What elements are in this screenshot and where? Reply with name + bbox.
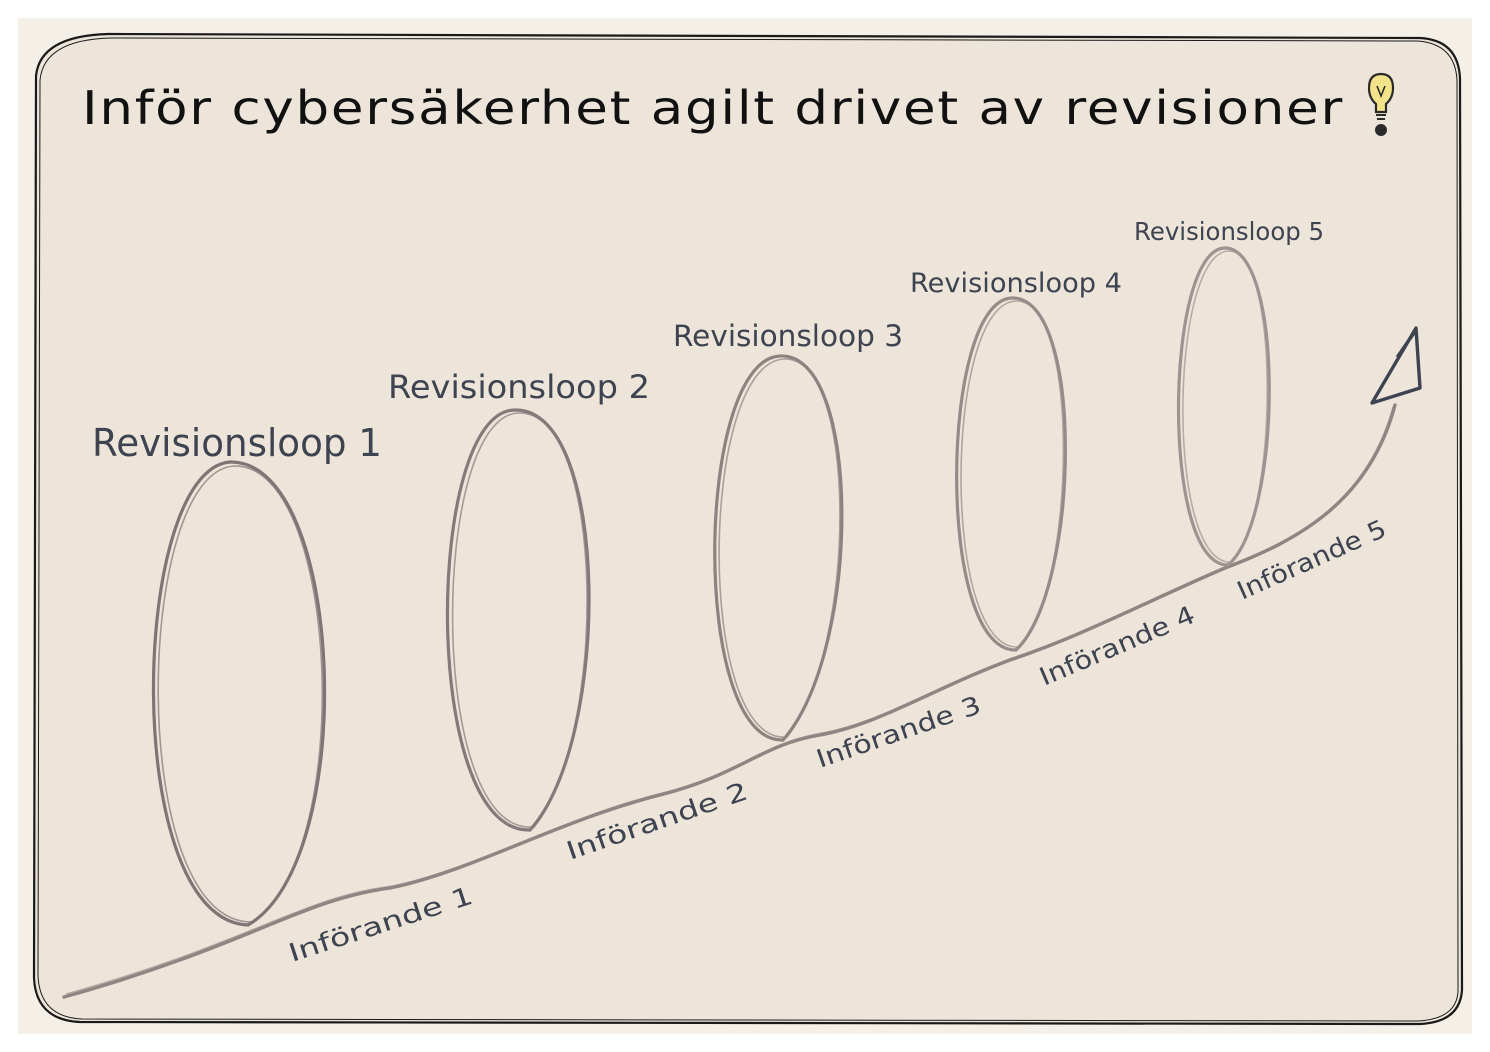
loop-oval-5 (1176, 246, 1271, 567)
arrow-head-icon (1370, 326, 1422, 405)
loop-oval-echo-2 (451, 412, 588, 828)
loop-label-1: Revisionsloop 1 (92, 421, 382, 465)
diagram-frame-echo (37, 37, 1459, 1022)
loop-oval-echo-1 (157, 465, 323, 923)
loop-oval-echo-3 (718, 358, 841, 738)
revision-loop-4 (955, 296, 1067, 652)
loop-label-3: Revisionsloop 3 (673, 319, 903, 353)
loop-oval-4 (955, 296, 1067, 652)
progress-path (62, 403, 1397, 999)
loop-oval-echo-5 (1182, 250, 1269, 563)
lightbulb-exclamation-icon (1367, 72, 1395, 136)
diagram-frame (32, 32, 1464, 1026)
loop-oval-3 (713, 354, 844, 742)
revision-loop-5 (1176, 246, 1271, 567)
loop-label-2: Revisionsloop 2 (388, 368, 650, 406)
loop-label-4: Revisionsloop 4 (910, 268, 1122, 299)
revision-loop-1 (151, 460, 327, 927)
loop-oval-2 (445, 408, 591, 832)
revision-loop-3 (713, 354, 844, 742)
revision-loop-2 (445, 408, 591, 832)
loop-oval-echo-4 (960, 300, 1065, 648)
loop-oval-1 (151, 460, 327, 927)
diagram-title: Inför cybersäkerhet agilt drivet av revi… (82, 81, 1344, 135)
loop-label-5: Revisionsloop 5 (1134, 217, 1324, 246)
